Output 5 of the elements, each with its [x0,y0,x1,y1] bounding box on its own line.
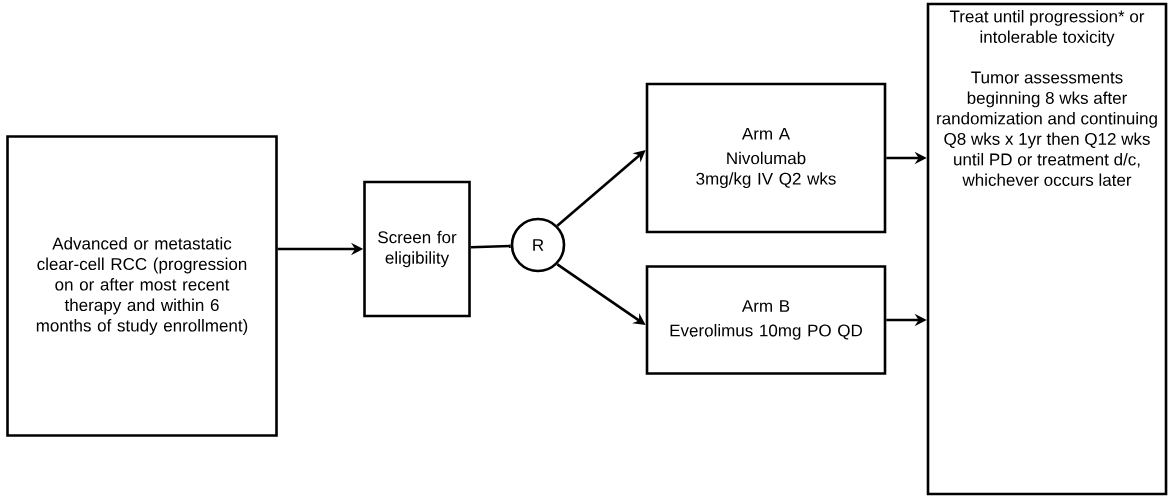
outcome-box: Treat until progression* or intolerable toxicity Tumor assessments beginning 8 wks after randomization and continuing Q8 wks x 1yr then Q12 wks until PD or treatment d/c, whichever occurs later [926,2,1168,496]
arm-box: Arm B Everolimus 10mg PO QD [645,265,887,375]
process-box: Advanced or metastatic clear-cell RCC (progression on or after most recent therapy and within 6 months of study enrollment) [6,135,278,437]
process-box: Screen for eligibility [363,180,471,318]
arm-box: Arm A Nivolumab 3mg/kg IV Q2 wks [645,82,887,234]
